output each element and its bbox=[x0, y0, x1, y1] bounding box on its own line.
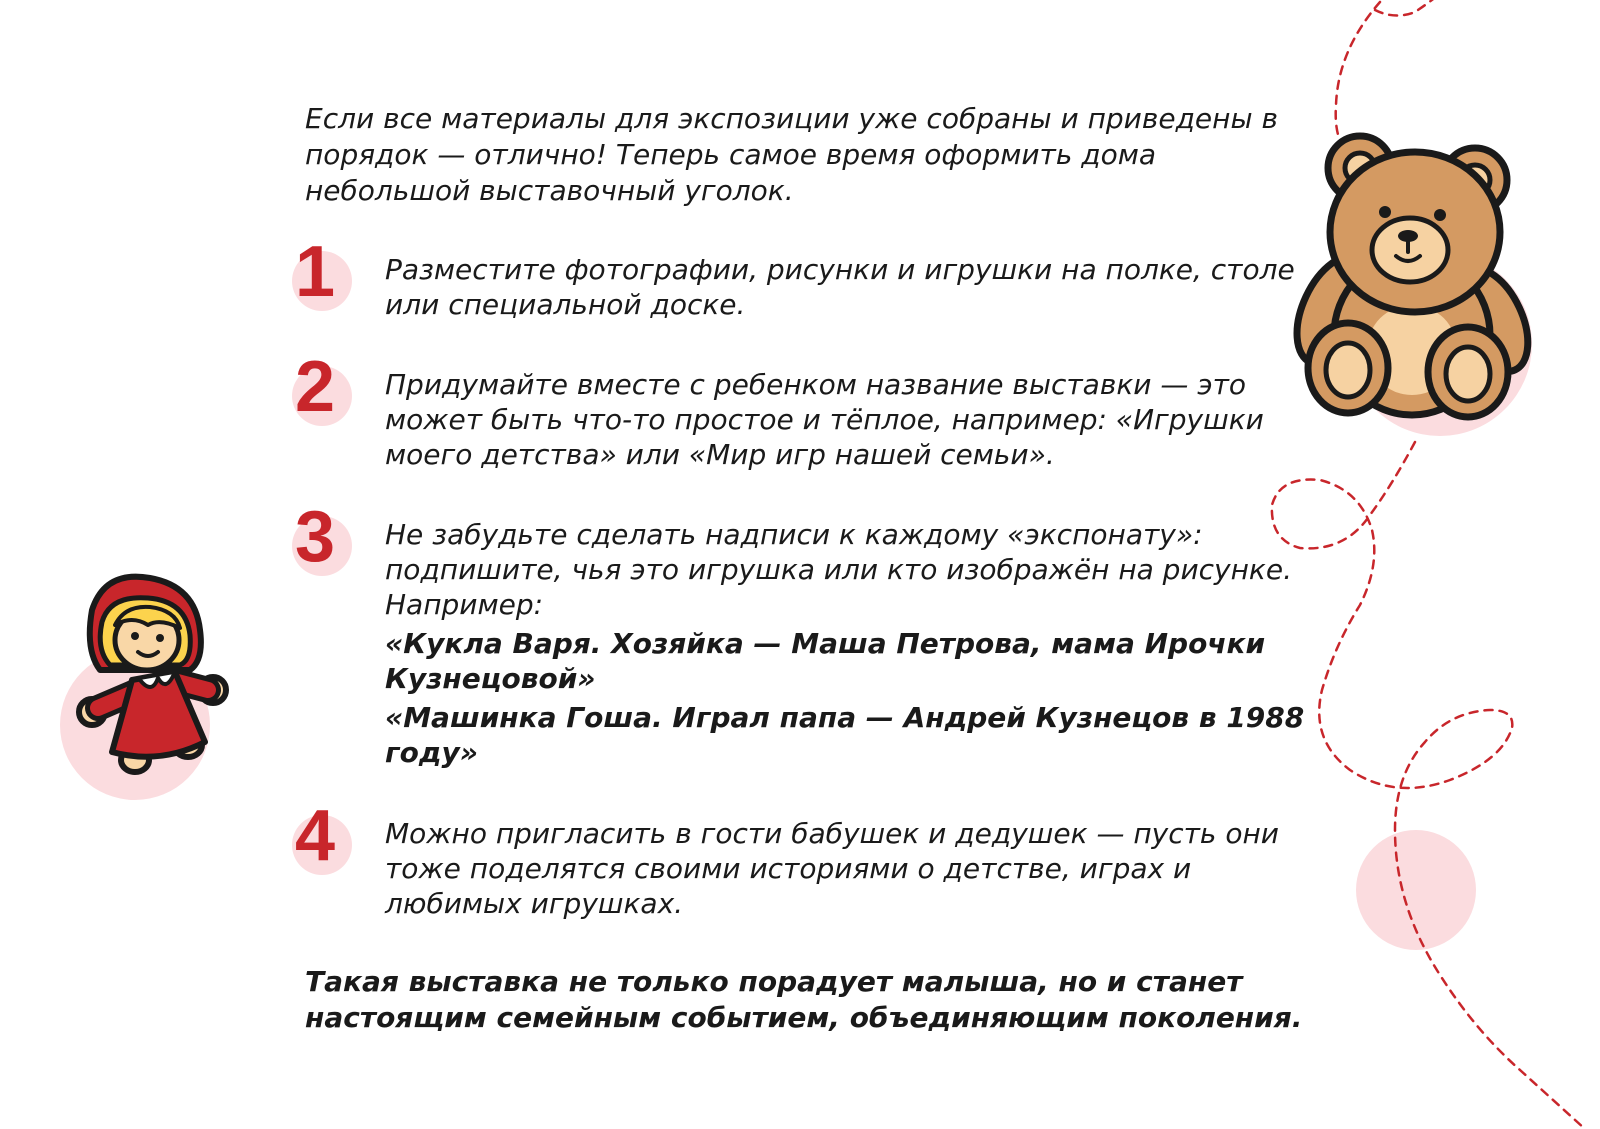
step-description: Не забудьте сделать надписи к каждому «э… bbox=[385, 518, 1292, 621]
step-text: Не забудьте сделать надписи к каждому «э… bbox=[385, 517, 1305, 770]
step-number-circle bbox=[292, 251, 352, 311]
step-description: Можно пригласить в гости бабушек и дедуш… bbox=[385, 817, 1279, 920]
example-caption-car: «Машинка Гоша. Играл папа — Андрей Кузне… bbox=[385, 701, 1305, 769]
step-text: Можно пригласить в гости бабушек и дедуш… bbox=[385, 816, 1305, 921]
step-1: 1 Разместите фотографии, рисунки и игруш… bbox=[280, 236, 1300, 346]
step-3: 3 Не забудьте сделать надписи к каждому … bbox=[280, 497, 1304, 769]
step-number: 4 bbox=[294, 796, 336, 876]
step-number: 1 bbox=[294, 232, 336, 312]
step-text: Придумайте вместе с ребенком название вы… bbox=[385, 367, 1305, 472]
step-2: 2 Придумайте вместе с ребенком название … bbox=[280, 347, 1300, 471]
step-number-circle bbox=[292, 815, 352, 875]
step-text: Разместите фотографии, рисунки и игрушки… bbox=[385, 252, 1305, 322]
teddy-bear-icon bbox=[1293, 132, 1532, 421]
doll-icon bbox=[76, 573, 229, 775]
intro-paragraph: Если все материалы для экспозиции уже со… bbox=[305, 102, 1278, 207]
step-description: Разместите фотографии, рисунки и игрушки… bbox=[385, 253, 1295, 321]
step-number-circle bbox=[292, 366, 352, 426]
step-number: 2 bbox=[294, 347, 336, 427]
dashed-thread bbox=[1270, 0, 1587, 1129]
conclusion-paragraph: Такая выставка не только порадует малыша… bbox=[305, 965, 1303, 1034]
step-description: Придумайте вместе с ребенком название вы… bbox=[385, 368, 1264, 471]
example-caption-doll: «Кукла Варя. Хозяйка — Маша Петрова, мам… bbox=[385, 627, 1266, 695]
step-number-circle bbox=[292, 516, 352, 576]
small-background-circle bbox=[1356, 830, 1476, 950]
step-4: 4 Можно пригласить в гости бабушек и дед… bbox=[280, 796, 1300, 920]
step-number: 3 bbox=[294, 497, 336, 577]
